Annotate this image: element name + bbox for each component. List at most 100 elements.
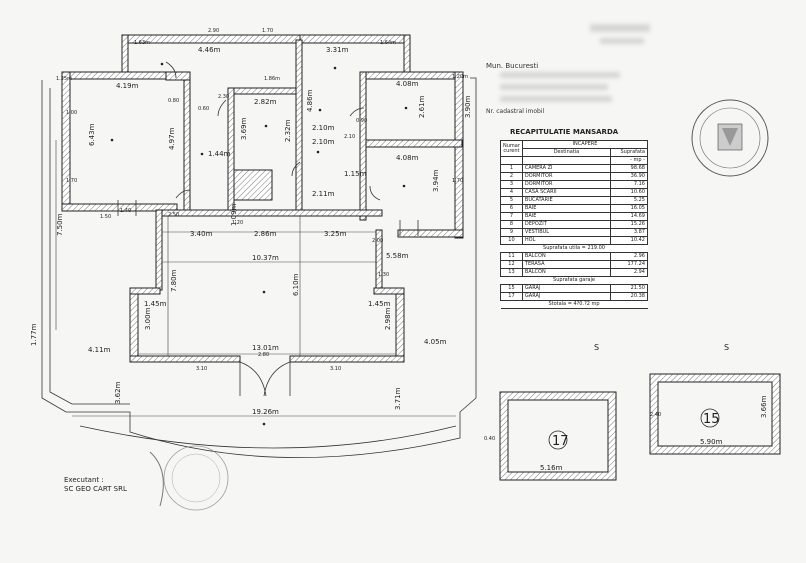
wall-living-left-upper: [155, 209, 163, 291]
door-swing-8: [291, 161, 301, 177]
annotation-mark-1: S: [594, 343, 599, 352]
dim-340: 3.40m: [190, 230, 213, 238]
dim-325: 3.25m: [324, 230, 347, 238]
opening-170-right: 1.70: [452, 178, 463, 184]
dim-394: 3.94m: [432, 169, 440, 192]
dim-331: 3.31m: [326, 46, 349, 54]
dim-362: 3.62m: [114, 381, 122, 404]
wall-int-5: [233, 87, 297, 95]
opening-130: 1.30: [378, 272, 389, 278]
dim-210b: 2.10m: [312, 138, 335, 146]
garage-17-marker: [548, 430, 568, 450]
dim-211: 2.11m: [312, 190, 335, 198]
dim-186: 1.86m: [264, 76, 280, 82]
dim-411: 4.11m: [88, 346, 111, 354]
opening-250: 2.50: [168, 212, 179, 218]
door-swing-5: [369, 185, 381, 201]
dim-298: 2.98m: [384, 307, 392, 330]
dim-486: 4.86m: [306, 89, 314, 112]
opening-170-top: 1.70: [262, 28, 273, 34]
wall-int-2: [227, 87, 235, 211]
dim-408b: 4.08m: [396, 154, 419, 162]
official-stamp: [691, 99, 769, 177]
room-centre-marks: [110, 62, 408, 426]
dim-610: 6.10m: [292, 273, 300, 296]
dim-145b: 1.45m: [368, 300, 391, 308]
door-entrance: [239, 361, 291, 397]
dim-419: 4.19m: [116, 82, 139, 90]
executor-stamp: [149, 445, 229, 511]
dim-590: 5.90m: [700, 438, 723, 446]
garage-area-subtotal: Suprafata garaje: [500, 276, 648, 285]
dim-145a: 1.45m: [144, 300, 167, 308]
garage-15-label: 15: [703, 412, 720, 427]
redacted-address-3: [500, 96, 612, 102]
wall-living-right: [395, 289, 405, 363]
col-destination: Destinatia: [521, 148, 612, 157]
opening-310-right: 3.10: [330, 366, 341, 372]
wall-living-bottom-right: [289, 355, 405, 363]
dim-558: 5.58m: [386, 252, 409, 260]
wall-left-bottom: [61, 203, 178, 212]
dim-109: 1.09m: [230, 203, 238, 226]
wall-int-3: [295, 39, 303, 211]
garage-15-marker: [700, 408, 720, 428]
dim-390: 3.90m: [464, 95, 472, 118]
garage-17-label: 17: [552, 434, 569, 449]
dim-1926: 19.26m: [252, 408, 279, 416]
total-area: Stotala = 4?0.?2 mp: [500, 300, 648, 309]
wall-living-left: [129, 289, 139, 363]
useful-area-subtotal: Suprafata utila = 219.00: [500, 244, 648, 253]
dim-164: 1.64m: [380, 40, 396, 46]
wall-right-top: [361, 71, 463, 80]
dim-232: 2.32m: [284, 119, 292, 142]
door-swing-3: [217, 99, 227, 117]
executor-company: SC GEO CART SRL: [64, 485, 127, 493]
dim-210a: 2.10m: [312, 124, 335, 132]
dim-163: 1.63m: [134, 40, 150, 46]
dim-366: 3.66m: [760, 395, 768, 418]
dim-371: 3.71m: [394, 387, 402, 410]
redacted-address-2: [500, 84, 608, 90]
col-room: INCAPERE: [521, 140, 649, 149]
dim-115: 1.15m: [344, 170, 367, 178]
dim-446: 4.46m: [198, 46, 221, 54]
redacted-top-2: [600, 38, 644, 44]
col-unit: - mp -: [610, 156, 648, 165]
recap-title: RECAPITULATIE MANSARDA: [510, 128, 619, 136]
dim-369: 3.69m: [240, 117, 248, 140]
header-cadastral: Nr. cadastral imobil: [486, 108, 545, 115]
door-swing-6: [399, 220, 419, 236]
dim-1301: 13.01m: [252, 344, 279, 352]
dim-750: 7.50m: [56, 213, 64, 236]
opening-120: 1.20: [232, 220, 243, 226]
dim-405: 4.05m: [424, 338, 447, 346]
opening-080: 0.80: [168, 98, 179, 104]
opening-060: 0.60: [198, 106, 209, 112]
opening-040: 0.40: [484, 436, 495, 442]
terrace-curve: [79, 425, 457, 449]
opening-230: 2.30: [218, 94, 229, 100]
opening-280: 2.80: [258, 352, 269, 358]
door-swing-1: [165, 61, 177, 79]
header-city: Mun. Bucuresti: [486, 62, 539, 70]
terrace-inner: [49, 88, 130, 405]
executor-block: Executant : SC GEO CART SRL: [64, 476, 127, 494]
opening-240: 2.40: [650, 412, 661, 418]
opening-290-top: 2.90: [208, 28, 219, 34]
wall-living-bottom-left: [129, 355, 241, 363]
dim-120: 1.20m: [452, 74, 468, 80]
